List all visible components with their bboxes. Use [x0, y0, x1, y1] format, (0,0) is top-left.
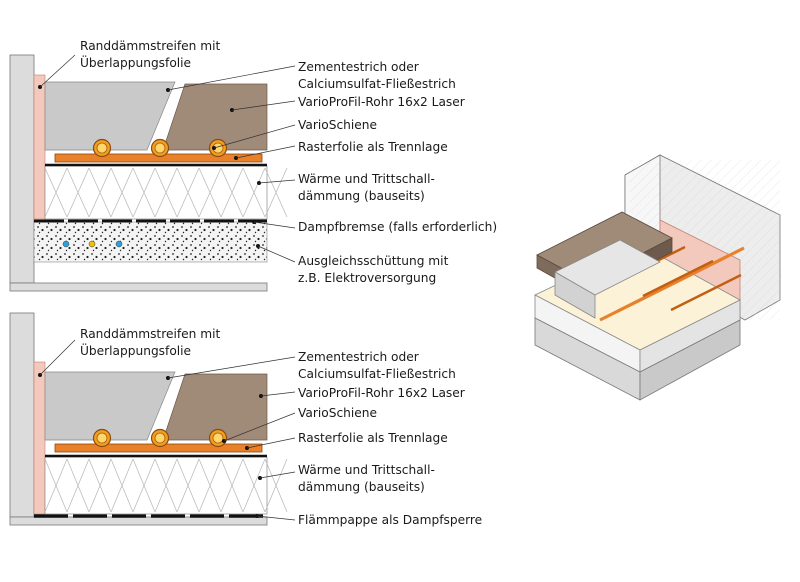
label-rail-2: VarioSchiene	[298, 406, 377, 420]
leader-line-5	[235, 145, 296, 159]
label-edge-strip-2: Randdämmstreifen mit Überlappungsfolie	[80, 327, 221, 358]
cement-screed	[44, 81, 176, 151]
label-insulation-2: Wärme und Trittschall- dämmung (bauseits…	[298, 463, 435, 494]
leader-line-9	[39, 339, 76, 376]
base-slab	[9, 516, 268, 526]
wall	[9, 312, 35, 518]
anhydrite-screed	[162, 373, 268, 441]
insulation-hatch	[44, 167, 288, 218]
leader-line-1	[39, 54, 76, 88]
cable-3	[115, 240, 123, 248]
label-pipe: VarioProFil-Rohr 16x2 Laser	[298, 95, 465, 109]
iso-rail-2	[642, 259, 714, 298]
leader-line-15	[256, 515, 296, 521]
label-screed: Zementestrich oder Calciumsulfat-Fließes…	[298, 60, 456, 91]
label-vapor-barrier-2: Flämmpappe als Dampfsperre	[298, 513, 483, 527]
iso-base-side	[639, 319, 741, 401]
leader-line-8	[257, 245, 296, 263]
isometric-view	[534, 154, 781, 401]
leader-line-13	[246, 437, 296, 449]
label-screed-2: Zementestrich oder Calciumsulfat-Fließes…	[298, 350, 456, 381]
label-vapor-barrier: Dampfbremse (falls erforderlich)	[298, 220, 498, 234]
label-grid-foil-2: Rasterfolie als Trennlage	[298, 431, 448, 445]
leader-line-12	[223, 412, 296, 442]
wall	[9, 54, 35, 284]
label-insulation: Wärme und Trittschall- dämmung (bauseits…	[298, 172, 435, 203]
leader-line-7	[253, 221, 296, 229]
section-top	[9, 54, 288, 292]
label-edge-strip: Randdämmstreifen mit Überlappungsfolie	[80, 39, 221, 70]
insulation-hatch	[44, 458, 288, 513]
pipe-row	[92, 428, 228, 448]
anhydrite-screed	[162, 83, 268, 151]
leader-line-4	[213, 124, 296, 149]
cement-screed	[44, 371, 176, 441]
leader-line-6	[258, 179, 296, 184]
pipe-row	[92, 138, 228, 158]
section-bottom	[9, 312, 288, 526]
label-grid-foil: Rasterfolie als Trennlage	[298, 140, 448, 154]
cable-2	[88, 240, 96, 248]
leader-line-3	[231, 100, 296, 111]
base-slab	[9, 282, 268, 292]
edge-strip	[33, 361, 46, 515]
label-fill: Ausgleichsschüttung mit z.B. Elektrovers…	[298, 254, 449, 285]
leader-line-10	[167, 356, 296, 379]
iso-pipe-4	[653, 246, 745, 295]
leader-line-14	[259, 471, 296, 479]
leader-line-2	[167, 65, 296, 91]
iso-rail-3	[670, 273, 742, 312]
insulation-layer	[44, 456, 268, 515]
label-rail: VarioSchiene	[298, 118, 377, 132]
cable-1	[62, 240, 70, 248]
leader-lines	[39, 54, 296, 521]
leader-line-11	[260, 391, 296, 397]
edge-strip	[33, 74, 46, 220]
label-pipe-2: VarioProFil-Rohr 16x2 Laser	[298, 386, 465, 400]
